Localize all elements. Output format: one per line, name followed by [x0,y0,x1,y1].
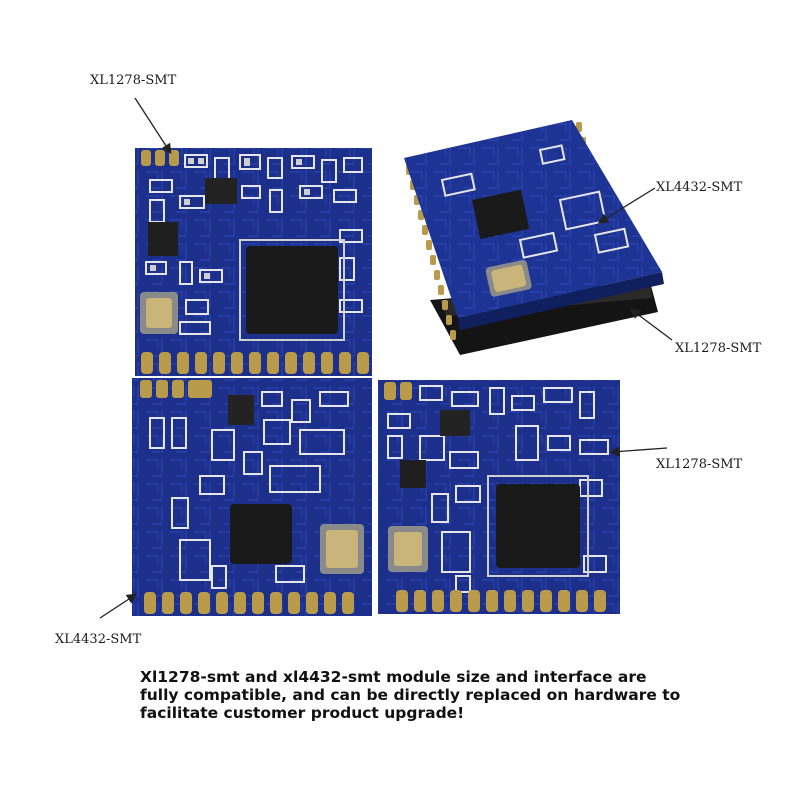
arrow-top-left [134,97,172,155]
ic-sot [205,178,237,204]
caption-line-1: Xl1278-smt and xl4432-smt module size an… [140,668,647,686]
caption-line-2: fully compatible, and can be directly re… [140,686,681,704]
caption-line-3: facilitate customer product upgrade! [140,704,465,722]
module-stack-top-right [404,120,664,355]
top-pads [140,380,212,398]
caption-text: Xl1278-smt and xl4432-smt module size an… [140,668,700,722]
arrow-bottom-left [99,593,138,619]
sx1278-chip [246,246,338,334]
transistor [400,460,426,488]
si4432-chip [471,189,530,240]
module-xl1278-top-left [135,148,372,376]
module-xl4432-bottom-left [132,378,372,616]
label-xl1278-right-middle: XL1278-SMT [675,341,762,356]
label-xl1278-top-left: XL1278-SMT [90,73,177,88]
label-xl4432-right: XL4432-SMT [656,180,743,195]
bottom-pads [141,352,369,374]
ic-sot [228,395,254,425]
callout-arrows [99,97,673,619]
ic-sot [440,410,470,436]
module-xl1278-bottom-right [378,380,620,614]
top-pads [141,150,179,166]
bottom-pads [396,590,606,612]
label-xl4432-bottom-left: XL4432-SMT [55,632,142,647]
label-xl1278-right-lower: XL1278-SMT [656,457,743,472]
top-board-silkscreen [440,144,630,259]
arrow-right-top [597,187,656,224]
silkscreen-outlines [149,391,349,589]
arrow-right-middle [629,308,673,341]
sx1278-chip [496,484,580,568]
si4432-chip [230,504,292,564]
smd-components [150,158,310,279]
arrow-right-lower [609,446,668,457]
transistor [148,222,178,256]
silkscreen-outlines [387,385,609,593]
top-pads [384,382,412,400]
bottom-pads [144,592,354,614]
